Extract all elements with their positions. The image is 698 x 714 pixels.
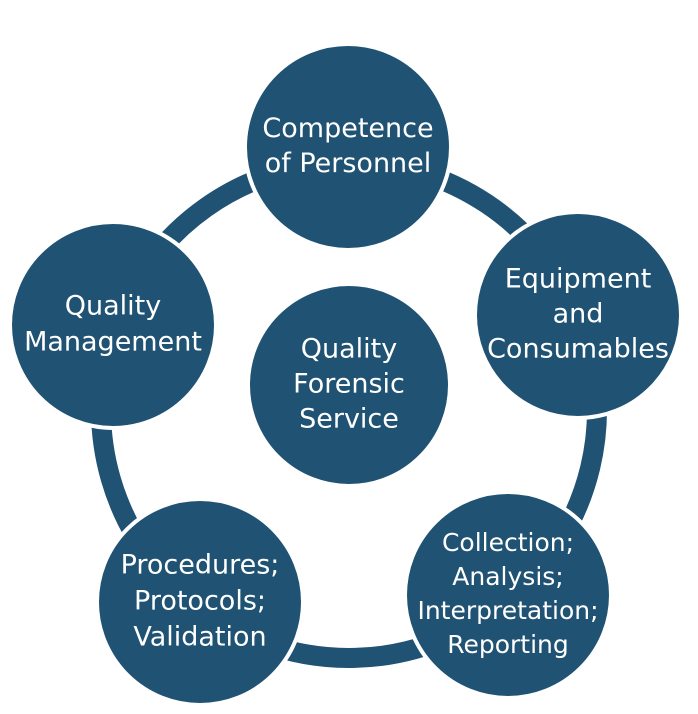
center-node-quality-forensic-service-label-line: Service: [299, 404, 399, 435]
node-procedures-protocols-validation: Procedures; Protocols; Validation: [95, 497, 305, 707]
node-equipment-and-consumables-label-line: Equipment: [505, 264, 652, 295]
node-collection-analysis-interpretation-reporting: Collection; Analysis; Interpretation; Repor…: [403, 490, 613, 700]
node-collection-analysis-interpretation-reporting-label-line: Reporting: [447, 630, 569, 659]
node-equipment-and-consumables-label-line: Consumables: [487, 334, 669, 365]
node-quality-management-label-line: Quality: [65, 291, 161, 322]
node-collection-analysis-interpretation-reporting-circle: [403, 490, 613, 700]
node-competence-of-personnel-label-line: of Personnel: [265, 148, 432, 179]
node-competence-of-personnel-label-line: Competence: [262, 113, 433, 144]
node-quality-management-circle: [8, 220, 218, 430]
node-collection-analysis-interpretation-reporting-label-line: Collection;: [442, 528, 574, 557]
node-procedures-protocols-validation-label-line: Protocols;: [134, 586, 266, 617]
node-procedures-protocols-validation-label-line: Validation: [133, 622, 266, 653]
node-collection-analysis-interpretation-reporting-label-line: Interpretation;: [417, 596, 598, 625]
node-competence-of-personnel-circle: [243, 42, 453, 252]
node-competence-of-personnel: Competence of Personnel: [243, 42, 453, 252]
center-node-quality-forensic-service-label-line: Forensic: [293, 369, 405, 400]
node-quality-management-label-line: Management: [24, 327, 202, 358]
node-collection-analysis-interpretation-reporting-label-line: Analysis;: [452, 562, 563, 591]
center-node-quality-forensic-service-circle: [246, 282, 452, 488]
node-equipment-and-consumables-label-line: and: [553, 299, 604, 330]
node-procedures-protocols-validation-circle: [95, 497, 305, 707]
node-procedures-protocols-validation-label-line: Procedures;: [121, 550, 280, 581]
center-node-quality-forensic-service-label-line: Quality: [301, 334, 397, 365]
node-equipment-and-consumables-circle: [473, 210, 683, 420]
